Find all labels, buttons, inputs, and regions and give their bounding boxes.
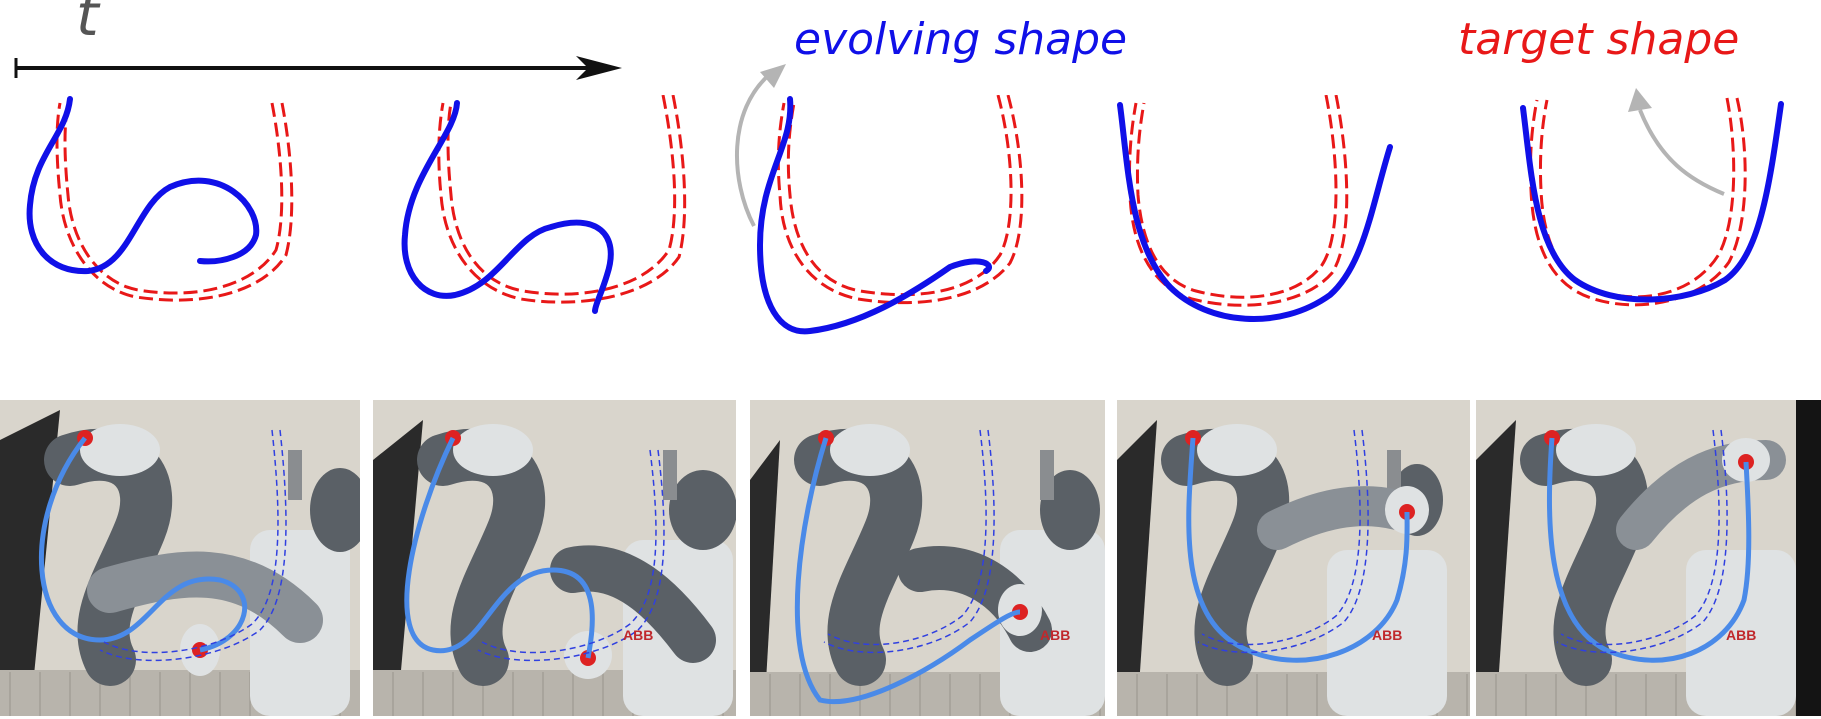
- target-shape-label: target shape: [1458, 14, 1740, 65]
- evolving-shape: [1117, 102, 1393, 322]
- frame-5: [1520, 97, 1784, 307]
- frame-4: [1117, 95, 1393, 322]
- photo-5: ABB: [1476, 400, 1821, 716]
- target-pointer-arrow: [1628, 88, 1725, 196]
- abb-logo: ABB: [1040, 627, 1070, 643]
- abb-logo: ABB: [1726, 627, 1756, 643]
- photo-1: [0, 400, 360, 716]
- evolving-shape: [26, 96, 260, 275]
- evolving-shape-label: evolving shape: [794, 14, 1128, 65]
- time-label: t: [76, 0, 99, 49]
- target-shape: [1127, 95, 1349, 307]
- photo-4: ABB: [1117, 400, 1470, 716]
- photo-3: ABB: [750, 400, 1105, 716]
- target-shape: [776, 95, 1024, 305]
- frame-3: [756, 95, 1024, 335]
- abb-logo: ABB: [623, 627, 653, 643]
- evolving-shape: [756, 96, 992, 335]
- target-shape: [437, 95, 687, 304]
- frame-1: [26, 96, 294, 302]
- target-shape: [1528, 97, 1747, 307]
- evolving-shape: [401, 100, 614, 314]
- evolving-pointer-arrow: [734, 64, 786, 227]
- abb-logo: ABB: [1372, 627, 1402, 643]
- evolving-shape: [1520, 101, 1784, 303]
- target-shape: [55, 102, 294, 302]
- photo-2: ABB: [373, 400, 736, 716]
- time-arrow: [14, 56, 622, 80]
- frame-2: [401, 95, 687, 314]
